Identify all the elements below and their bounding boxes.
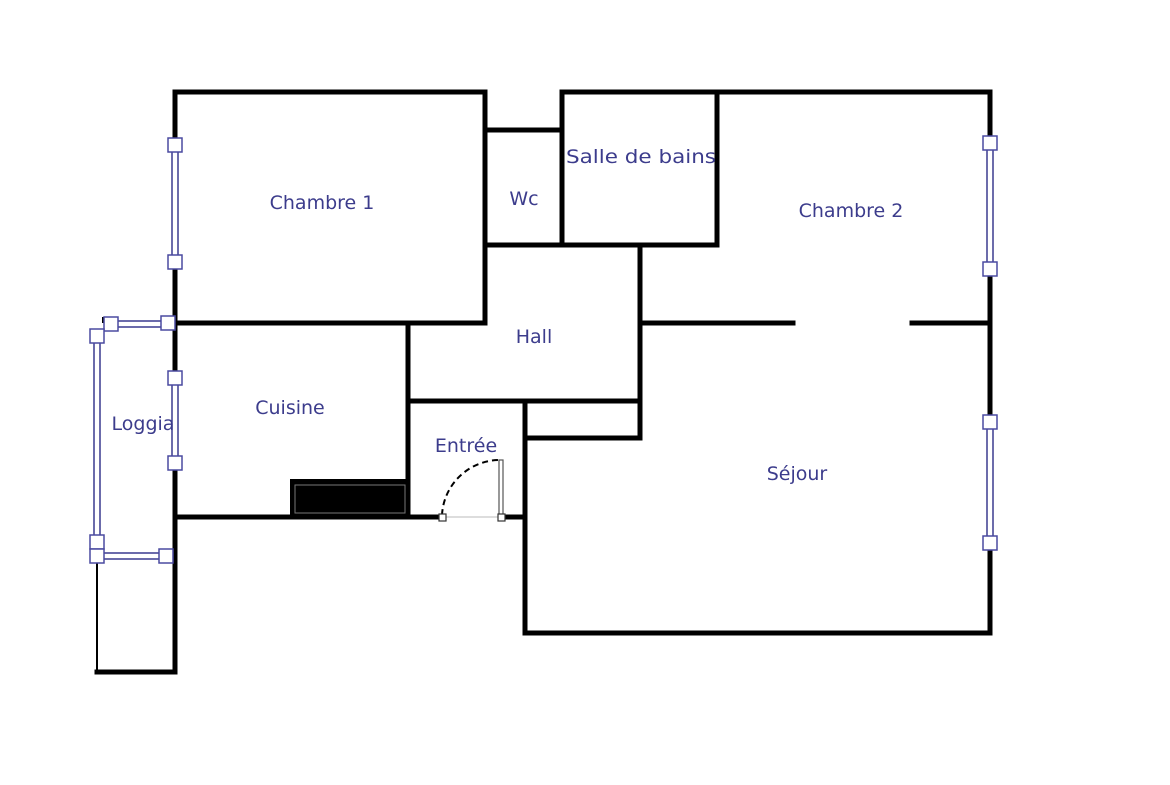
door-swing-arc: [441, 458, 501, 516]
room-label-loggia: Loggia: [112, 413, 175, 435]
door-hinge-node: [497, 513, 506, 522]
room-label-chambre2: Chambre 2: [799, 200, 904, 222]
room-label-salle-de-bains: Salle de bains: [566, 146, 716, 168]
room-labels: Chambre 1 Wc Salle de bains Chambre 2 Ha…: [112, 146, 904, 485]
door-leaf: [498, 459, 504, 518]
window-chambre1: [167, 137, 183, 270]
window-sejour: [982, 414, 998, 551]
door-hinge-node: [438, 513, 447, 522]
walls: [94, 89, 993, 675]
windows: [89, 135, 998, 564]
counter-inner: [294, 484, 406, 514]
room-label-chambre1: Chambre 1: [270, 192, 375, 214]
room-label-hall: Hall: [516, 326, 553, 348]
window-cuisine: [167, 370, 183, 471]
window-loggia: [89, 315, 176, 564]
window-chambre2: [982, 135, 998, 277]
room-label-wc: Wc: [509, 188, 538, 210]
room-label-sejour: Séjour: [767, 463, 828, 485]
room-label-cuisine: Cuisine: [255, 397, 325, 419]
room-label-entree: Entrée: [435, 435, 497, 457]
entry-door[interactable]: [438, 458, 506, 522]
kitchen-counter: [290, 479, 408, 517]
